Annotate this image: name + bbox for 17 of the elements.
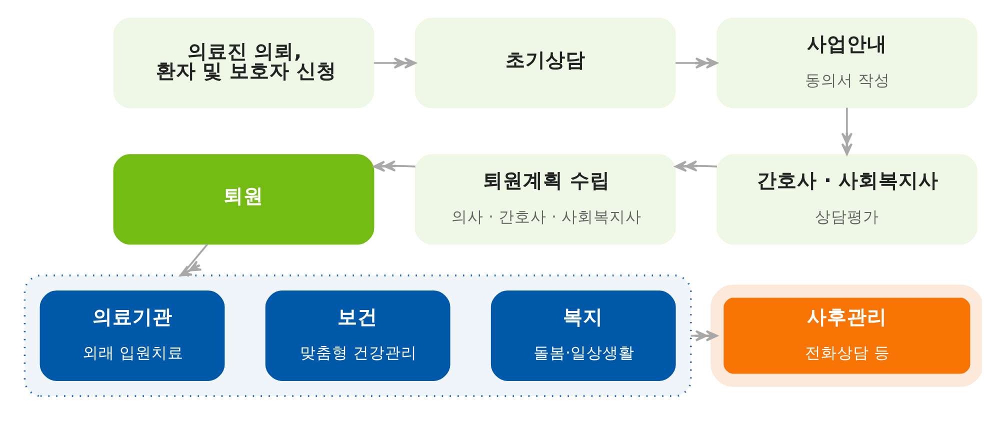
node-box: 복지 돌봄·일상생활 (490, 290, 676, 380)
node-box: 보건 맞춤형 건강관리 (264, 290, 450, 380)
arrow (674, 160, 717, 172)
arrow (179, 243, 208, 276)
cluster (23, 274, 692, 396)
node-box: 사업안내 동의서 작성 (716, 17, 977, 108)
node-box: 퇴원 (112, 154, 374, 244)
node-box: 간호사 · 사회복지사 상담평가 (716, 154, 977, 244)
node-box: 의료기관 외래 입원치료 (39, 290, 224, 380)
node-box: 퇴원계획 수립 의사 · 간호사 · 사회복지사 (414, 154, 676, 244)
node-box: 초기상담 (414, 17, 676, 108)
node-box: 의료진 의뢰, 환자 및 보호자 신청 (112, 17, 374, 108)
arrow (372, 160, 415, 172)
arrow (373, 56, 416, 68)
arrow (840, 107, 852, 155)
node-box: 사후관리 전화상담 등 (710, 284, 982, 386)
arrow (675, 56, 718, 68)
